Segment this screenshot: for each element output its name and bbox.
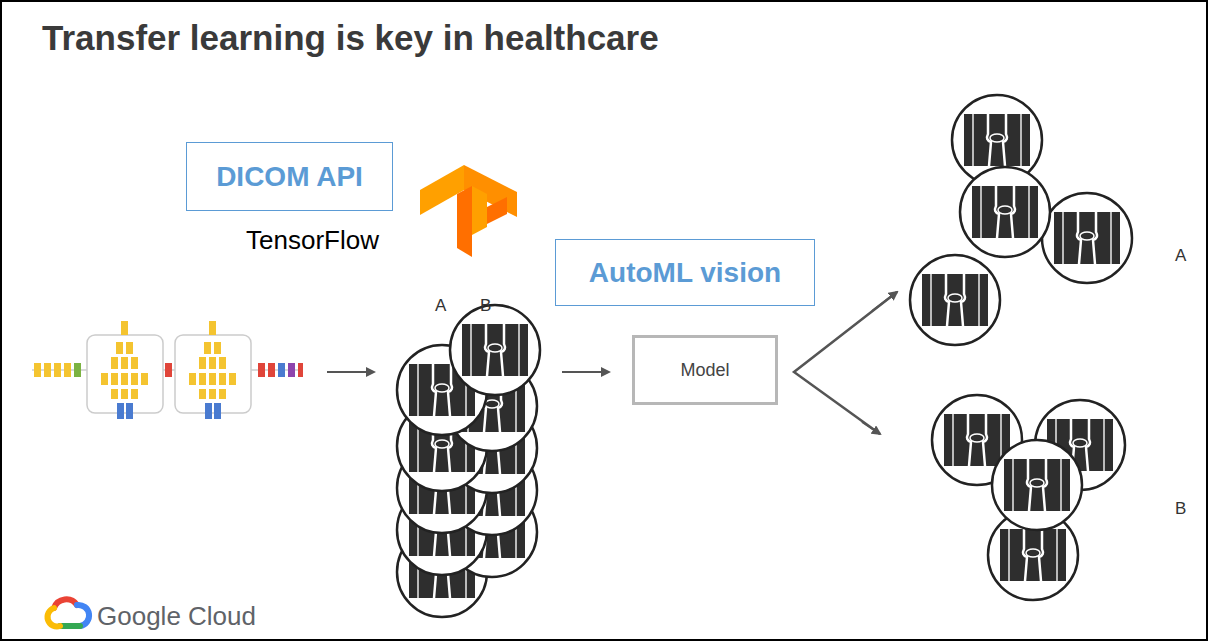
google-cloud-logo bbox=[48, 599, 90, 626]
class-letter: A bbox=[1175, 246, 1186, 266]
image-stack bbox=[397, 305, 540, 617]
api-box: DICOM API bbox=[186, 142, 393, 211]
class-a-cluster bbox=[910, 95, 1132, 345]
logo-caption: TensorFlow bbox=[246, 225, 379, 256]
model-box: Model bbox=[632, 335, 778, 405]
box-label: AutoML vision bbox=[589, 257, 781, 289]
slide-title: Transfer learning is key in healthcare bbox=[42, 18, 659, 58]
box-label: DICOM API bbox=[216, 161, 363, 193]
brand-name: Google Cloud bbox=[97, 601, 256, 632]
tensorflow-logo bbox=[420, 165, 517, 257]
class-letter: B bbox=[1175, 499, 1186, 519]
box-label: Model bbox=[680, 360, 729, 381]
service-box: AutoML vision bbox=[555, 239, 815, 306]
class-b-cluster bbox=[932, 395, 1125, 600]
class-letter: B bbox=[480, 296, 491, 316]
flow-arrows bbox=[327, 292, 897, 434]
network-illustration bbox=[32, 321, 303, 419]
class-letter: A bbox=[435, 296, 446, 316]
